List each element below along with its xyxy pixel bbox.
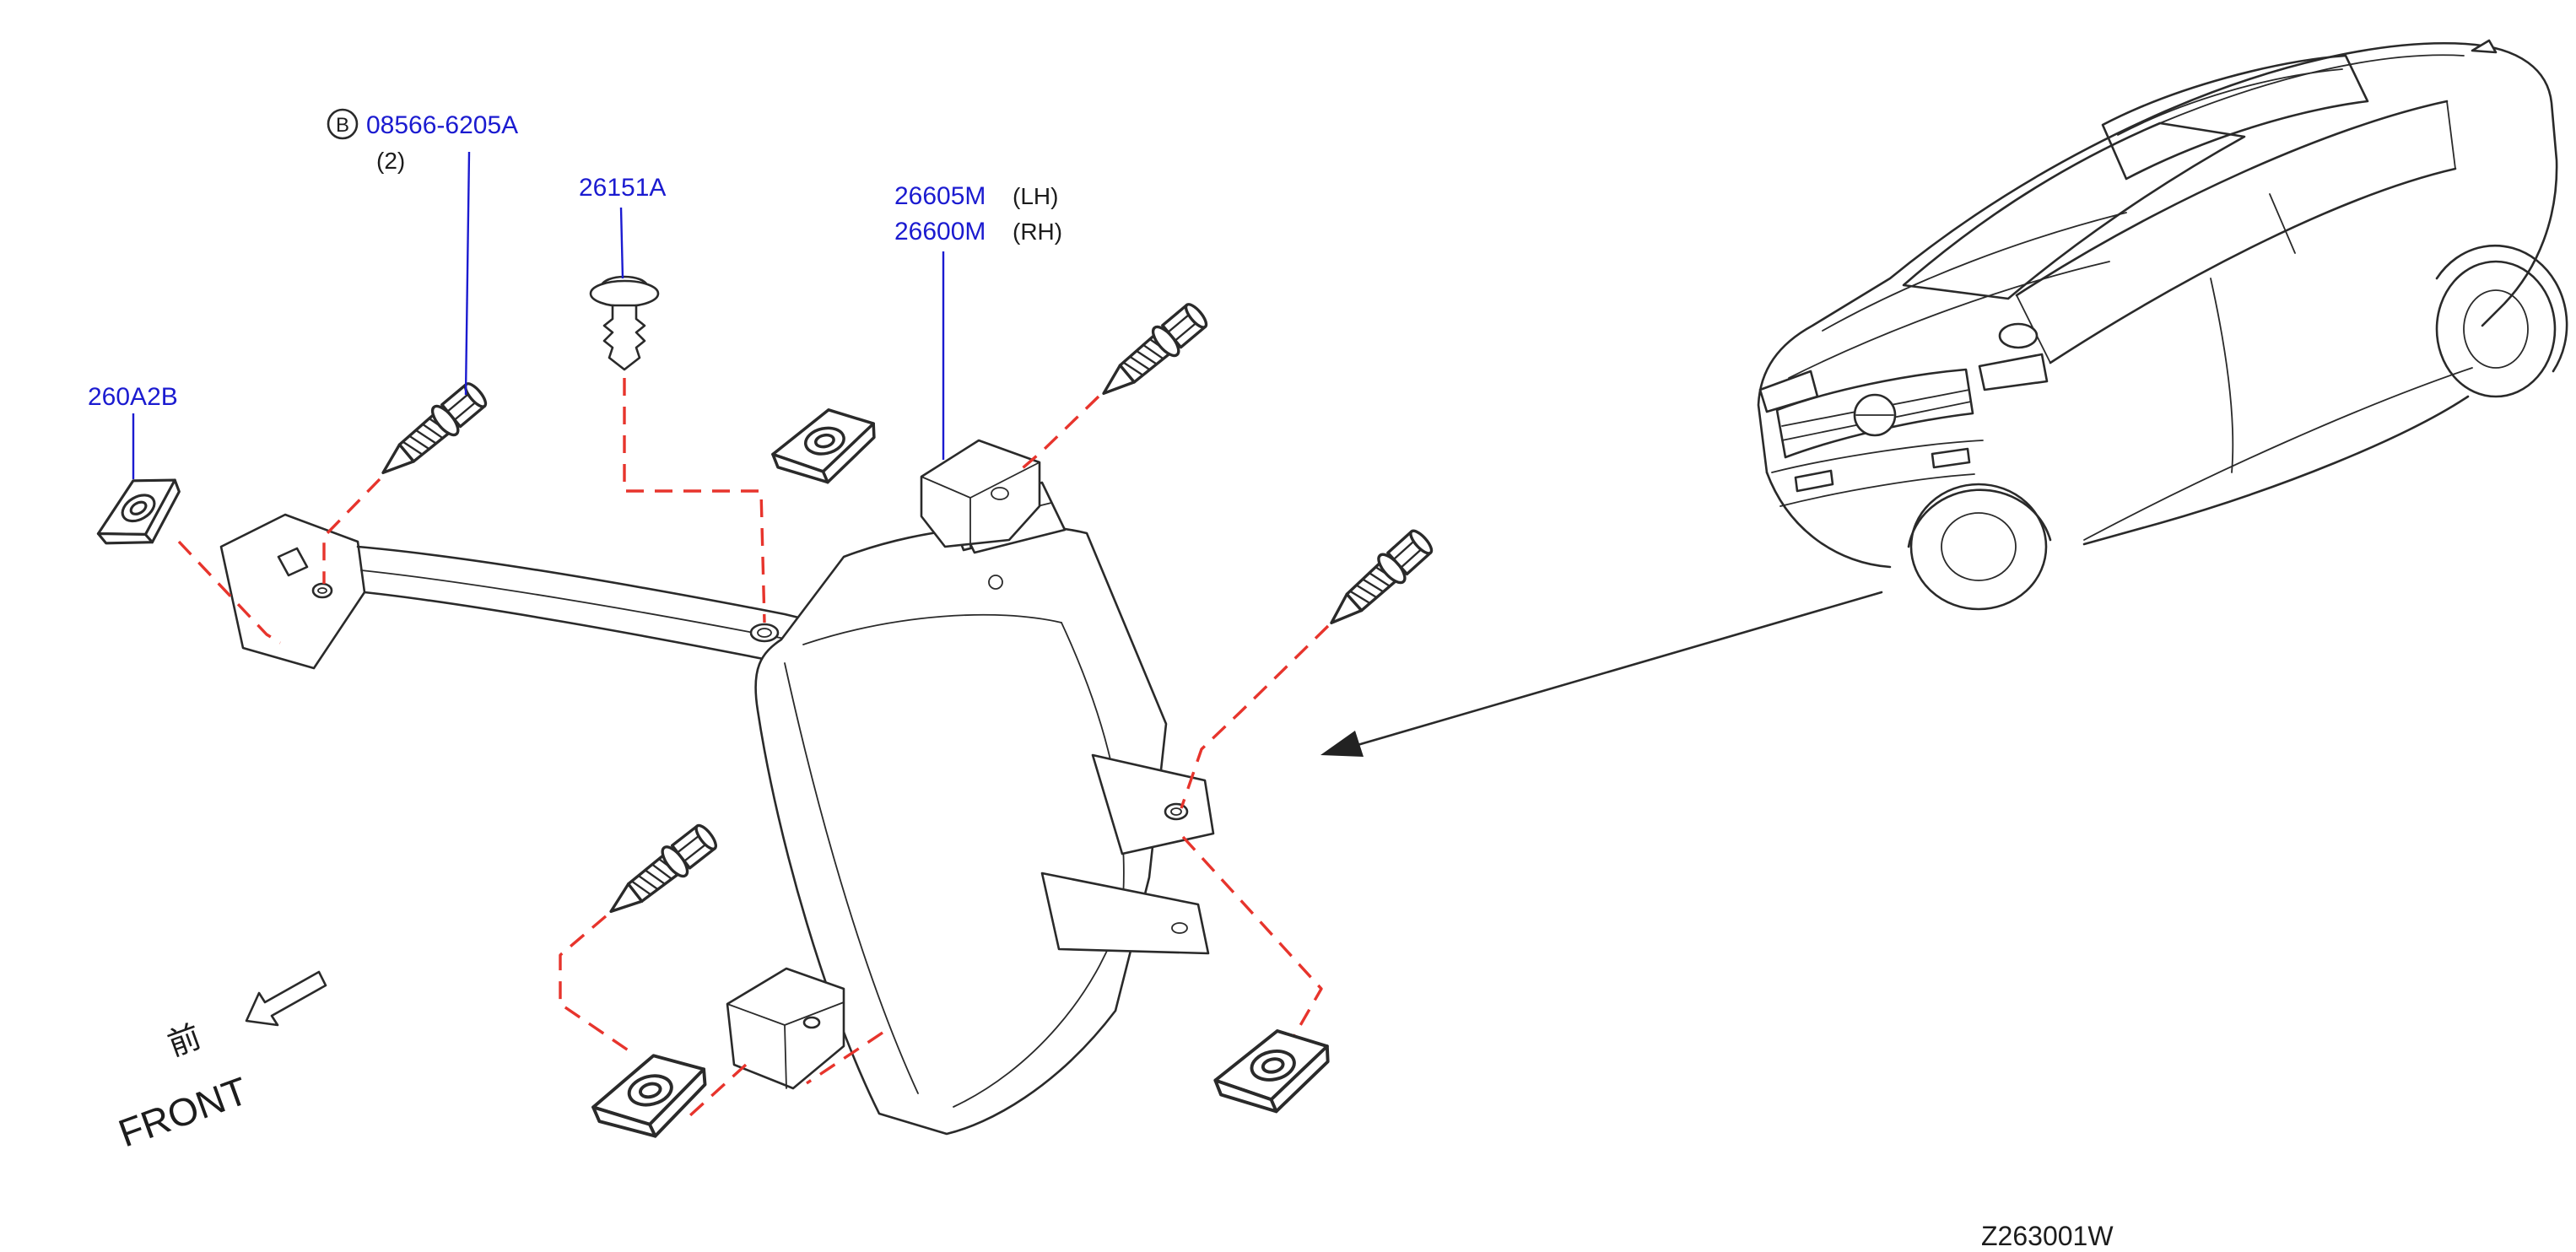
part-qty-bolt: (2): [376, 148, 405, 174]
clip-nut-260a2b: [83, 461, 197, 565]
part-side-lh: (LH): [1013, 183, 1058, 209]
part-number-26605M[interactable]: 26605M: [894, 182, 986, 210]
diagram-code: Z263001W: [1981, 1221, 2114, 1251]
bolt-bottom-left: [598, 818, 723, 927]
clip-nut-bottom-right: [1206, 1019, 1340, 1125]
front-label-japanese: 前: [164, 1019, 206, 1063]
part-number-26151A[interactable]: 26151A: [579, 174, 666, 202]
callout-letter-b: B: [336, 114, 349, 137]
part-callouts: B 08566-6205A (2) 26151A 26605M (LH) 266…: [88, 108, 1062, 411]
fog-lamp-assembly: [754, 481, 1215, 1136]
clip-nut-bottom-left: [582, 1043, 719, 1151]
part-side-rh: (RH): [1013, 219, 1062, 245]
front-arrow-icon: [245, 970, 327, 1027]
front-direction-indicator: 前 FRONT: [113, 970, 327, 1155]
bolt-top-left: [370, 376, 493, 488]
location-pointer-arrow: [1320, 591, 1883, 757]
grommet-clip: [589, 275, 660, 371]
part-number-08566-6205A[interactable]: 08566-6205A: [366, 111, 518, 139]
bolt-right: [1318, 524, 1439, 638]
lamp-bracket: [920, 439, 1041, 548]
bolt-top-right: [1090, 297, 1213, 408]
callout-circle-b: [327, 108, 359, 140]
front-label-english: FRONT: [113, 1068, 254, 1155]
part-number-26600M[interactable]: 26600M: [894, 218, 986, 246]
clip-nut-top: [764, 399, 885, 494]
mounting-bracket-arm: [219, 513, 850, 677]
part-number-260A2B[interactable]: 260A2B: [88, 383, 178, 411]
assembly-dashed-lines: [177, 378, 1330, 1117]
callout-leader-lines: [132, 151, 945, 479]
vehicle-illustration: [1757, 39, 2568, 611]
lower-bracket: [726, 967, 845, 1090]
